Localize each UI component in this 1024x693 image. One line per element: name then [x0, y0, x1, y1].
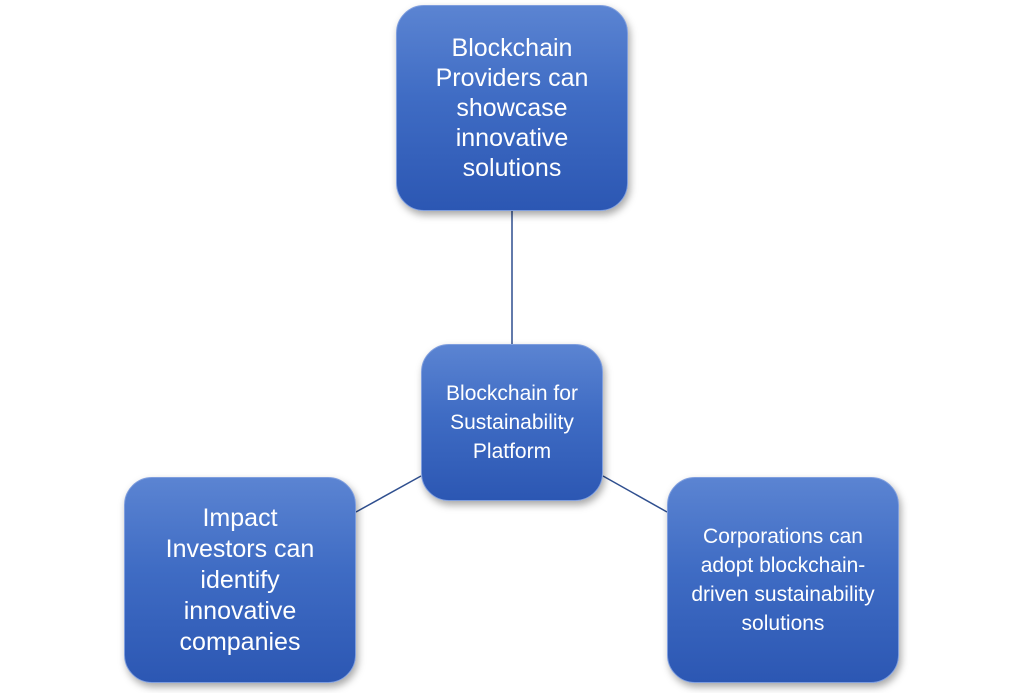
connector-right — [602, 475, 668, 513]
node-platform-center-label: Blockchain for Sustainability Platform — [446, 382, 578, 463]
node-corporations-label: Corporations can adopt blockchain-driven… — [691, 525, 875, 635]
node-blockchain-providers-label: Blockchain Providers can showcase innova… — [435, 34, 589, 182]
connector-left — [355, 475, 422, 513]
node-blockchain-providers: Blockchain Providers can showcase innova… — [396, 5, 628, 211]
node-platform-center: Blockchain for Sustainability Platform — [421, 344, 603, 501]
node-corporations: Corporations can adopt blockchain-driven… — [667, 477, 899, 683]
node-impact-investors: Impact Investors can identify innovative… — [124, 477, 356, 683]
node-impact-investors-label: Impact Investors can identify innovative… — [165, 503, 315, 656]
